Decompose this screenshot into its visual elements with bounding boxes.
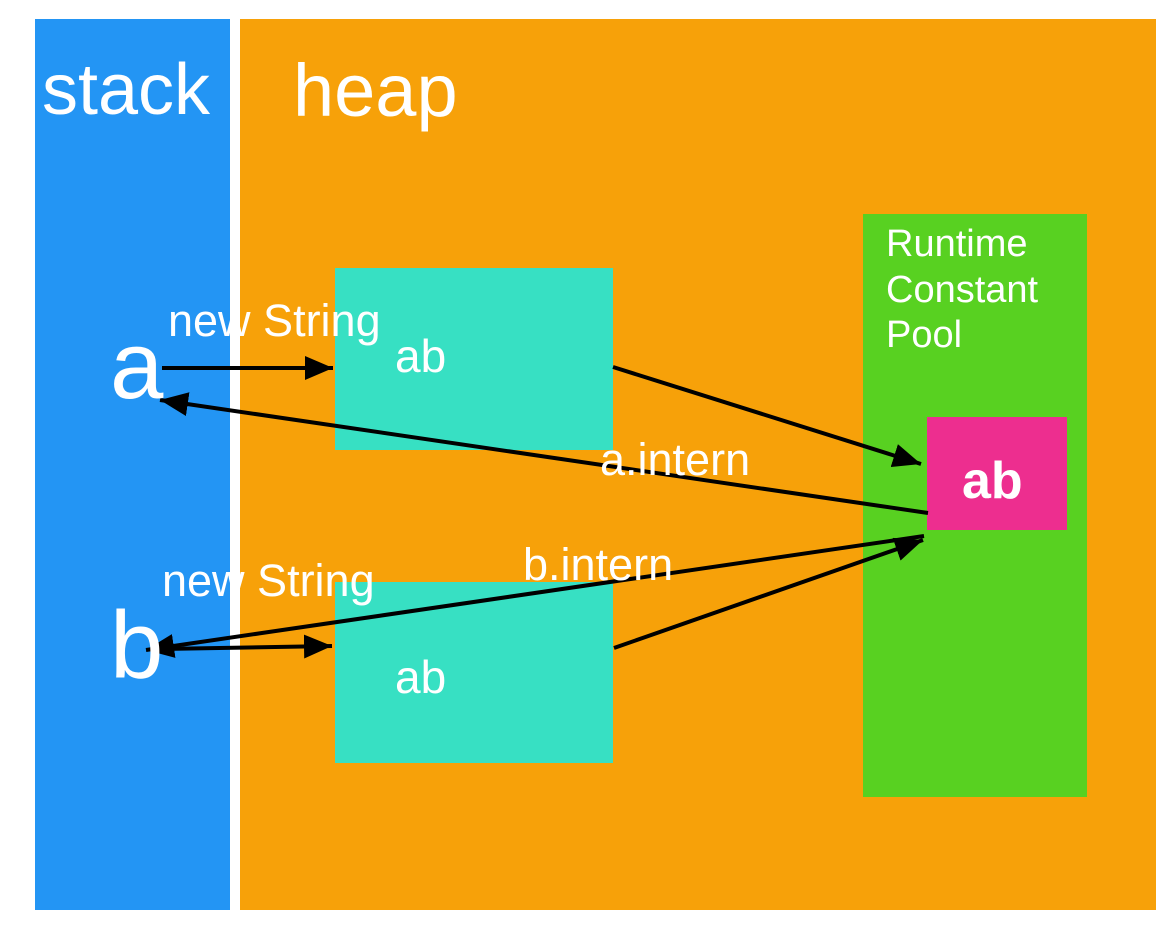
heap-object-a-value: ab [395,330,447,382]
stack-label: stack [42,50,211,130]
annotation-b-intern: b.intern [523,539,674,590]
heap-label: heap [293,49,458,132]
annotation-new-string-a: new String [168,295,381,346]
annotation-new-string-b: new String [162,555,375,606]
variable-a-label: a [110,312,164,419]
annotation-a-intern: a.intern [600,434,751,485]
stack-region [35,19,230,910]
variable-b-label: b [110,592,164,699]
pool-entry-value: ab [962,452,1023,510]
heap-object-b [335,582,613,763]
pool-entry-box [927,417,1067,530]
runtime-constant-pool-label: Runtime Constant Pool [886,223,1039,357]
heap-object-b-value: ab [395,651,447,703]
